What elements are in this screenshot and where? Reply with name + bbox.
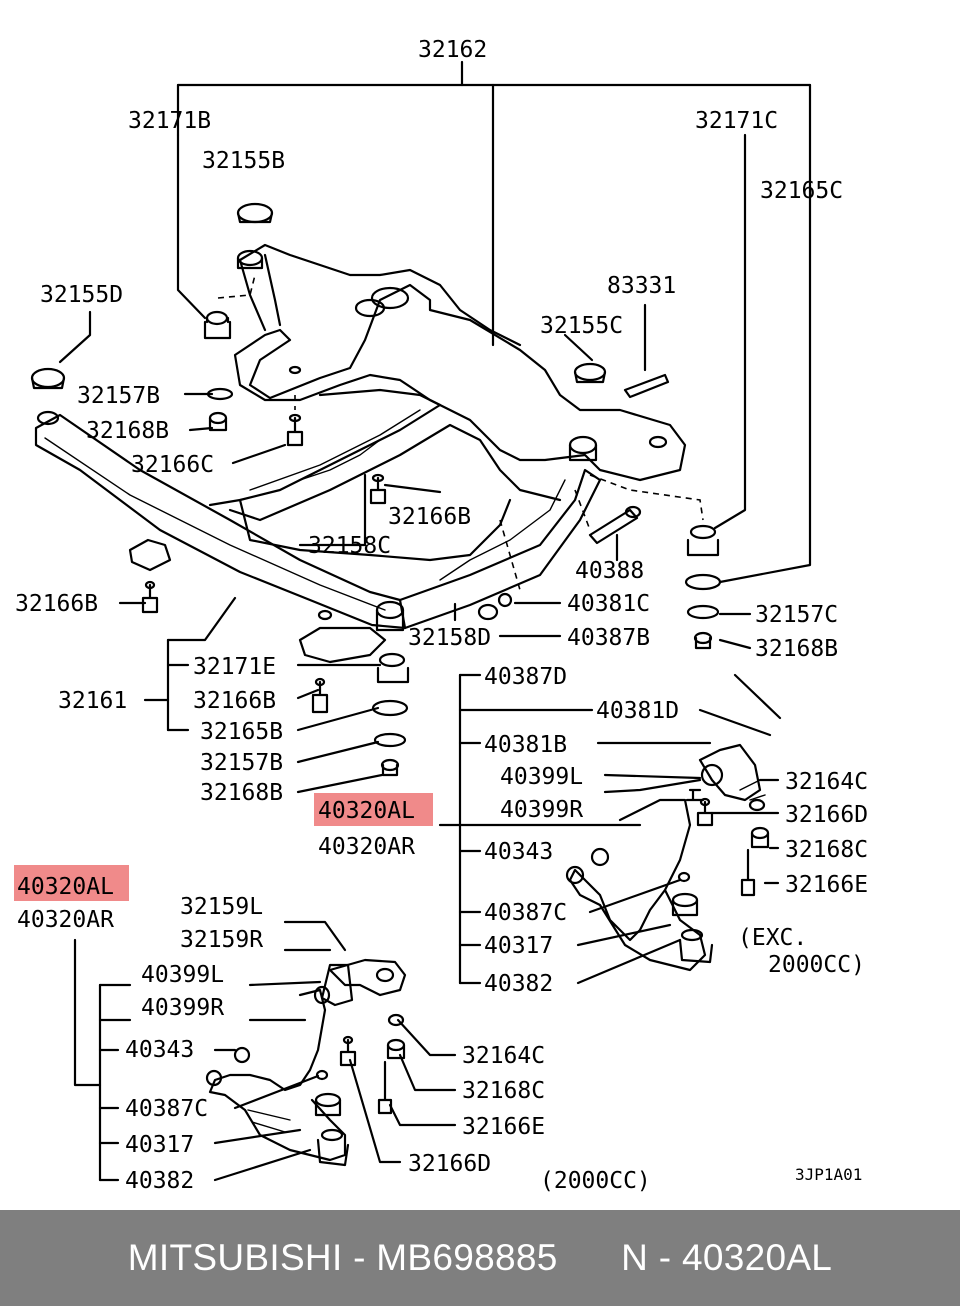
part-label[interactable]: 40399L: [500, 764, 583, 790]
part-label[interactable]: 32166D: [408, 1151, 491, 1177]
part-label[interactable]: 32171C: [695, 108, 778, 134]
highlight-40320al-middle: [314, 793, 433, 826]
part-label[interactable]: 40399R: [500, 797, 583, 823]
part-label[interactable]: 32166C: [131, 452, 214, 478]
part-label[interactable]: 40387C: [125, 1096, 208, 1122]
part-label[interactable]: 32166D: [785, 802, 868, 828]
part-label[interactable]: 40382: [484, 971, 553, 997]
part-label[interactable]: 83331: [607, 273, 676, 299]
part-label[interactable]: 40388: [575, 558, 644, 584]
note-text: 2000CC): [768, 952, 865, 978]
part-label[interactable]: 40399R: [141, 995, 224, 1021]
part-label[interactable]: 32171B: [128, 108, 211, 134]
part-label[interactable]: 40381B: [484, 732, 567, 758]
part-label[interactable]: 32165C: [760, 178, 843, 204]
highlight-40320al-left: [14, 865, 129, 901]
part-label[interactable]: 40381C: [567, 591, 650, 617]
diagram-code: 3JP1A01: [795, 1165, 862, 1184]
part-label[interactable]: 40320AR: [17, 907, 114, 933]
part-label[interactable]: 32155D: [40, 282, 123, 308]
part-label[interactable]: 40343: [125, 1037, 194, 1063]
part-label[interactable]: 32166B: [193, 688, 276, 714]
part-label[interactable]: 32166B: [388, 504, 471, 530]
part-label[interactable]: 32158D: [408, 625, 491, 651]
footer-text: MITSUBISHI - MB698885 N - 40320AL: [127, 1237, 833, 1278]
note-text: (EXC.: [738, 925, 807, 951]
part-label[interactable]: 32158C: [308, 533, 391, 559]
part-label[interactable]: 32168C: [462, 1078, 545, 1104]
parts-diagram: 32162 32171B 32171C 32155B 32165C 83331 …: [14, 37, 868, 1194]
part-label[interactable]: 32157B: [200, 750, 283, 776]
part-label[interactable]: 40320AR: [318, 834, 415, 860]
part-label[interactable]: 32161: [58, 688, 127, 714]
part-label[interactable]: 32159R: [180, 927, 263, 953]
part-label[interactable]: 32155C: [540, 313, 623, 339]
part-label[interactable]: 32155B: [202, 148, 285, 174]
part-label[interactable]: 40387D: [484, 664, 567, 690]
part-label[interactable]: 40317: [484, 933, 553, 959]
part-label[interactable]: 40381D: [596, 698, 679, 724]
part-label[interactable]: 40387C: [484, 900, 567, 926]
part-label[interactable]: 32166B: [15, 591, 98, 617]
note-text: (2000CC): [540, 1168, 651, 1194]
part-label[interactable]: 32159L: [180, 894, 263, 920]
part-label[interactable]: 40387B: [567, 625, 650, 651]
part-label[interactable]: 32165B: [200, 719, 283, 745]
part-label[interactable]: 32168B: [200, 780, 283, 806]
part-label[interactable]: 32157C: [755, 602, 838, 628]
part-label[interactable]: 32168B: [755, 636, 838, 662]
part-label-highlighted[interactable]: 40320AL: [17, 874, 114, 900]
part-label[interactable]: 32168B: [86, 418, 169, 444]
part-label[interactable]: 32162: [418, 37, 487, 63]
part-label[interactable]: 32166E: [462, 1114, 545, 1140]
part-label[interactable]: 40382: [125, 1168, 194, 1194]
part-label[interactable]: 40317: [125, 1132, 194, 1158]
part-label[interactable]: 32168C: [785, 837, 868, 863]
part-label[interactable]: 32171E: [193, 654, 276, 680]
part-label[interactable]: 40343: [484, 839, 553, 865]
part-label-highlighted[interactable]: 40320AL: [318, 798, 415, 824]
part-label[interactable]: 32166E: [785, 872, 868, 898]
footer-bar: MITSUBISHI - MB698885 N - 40320AL: [0, 1210, 960, 1306]
part-label[interactable]: 32164C: [785, 769, 868, 795]
part-label[interactable]: 32164C: [462, 1043, 545, 1069]
part-label[interactable]: 40399L: [141, 962, 224, 988]
part-label[interactable]: 32157B: [77, 383, 160, 409]
